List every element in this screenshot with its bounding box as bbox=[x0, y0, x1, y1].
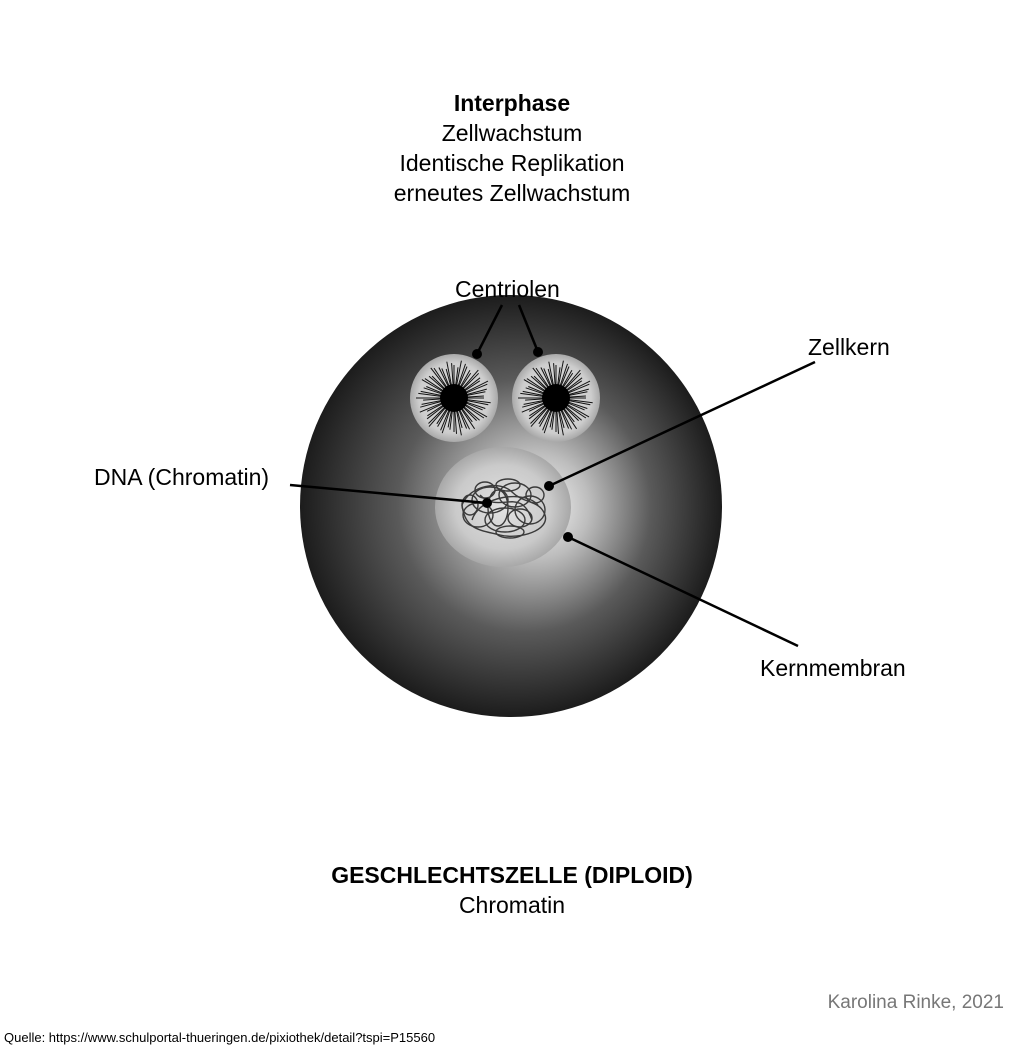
aster-ray bbox=[455, 360, 462, 389]
aster-ray bbox=[451, 363, 454, 389]
cell-type-title: GESCHLECHTSZELLE (DIPLOID) bbox=[331, 862, 693, 888]
aster-ray bbox=[454, 407, 457, 434]
centriole-left-rays bbox=[416, 360, 491, 436]
aster-ray bbox=[438, 367, 451, 390]
source-link[interactable]: Quelle: https://www.schulportal-thuering… bbox=[4, 1030, 436, 1045]
aster-ray bbox=[424, 378, 446, 393]
aster-ray bbox=[557, 407, 564, 436]
aster-ray bbox=[557, 360, 564, 389]
aster-ray bbox=[460, 369, 479, 391]
author-credit: Karolina Rinke, 2021 bbox=[827, 992, 1004, 1013]
aster-ray bbox=[463, 399, 489, 406]
centriole-leader-right bbox=[517, 304, 540, 353]
zellkern-dot bbox=[544, 481, 554, 491]
aster-ray bbox=[420, 400, 445, 408]
centriole-dot-right bbox=[533, 347, 543, 357]
aster-ray bbox=[561, 406, 578, 430]
aster-ray bbox=[548, 361, 555, 389]
aster-ray bbox=[540, 367, 553, 390]
aster-ray bbox=[428, 405, 448, 427]
aster-ray bbox=[460, 372, 480, 392]
aster-ray bbox=[558, 363, 568, 389]
aster-ray bbox=[430, 367, 449, 391]
aster-ray bbox=[463, 383, 488, 395]
label-kernmembran: Kernmembran bbox=[760, 655, 906, 681]
kernmembran-leader bbox=[567, 535, 799, 648]
label-zellkern: Zellkern bbox=[808, 334, 890, 360]
label-centriolen: Centriolen bbox=[455, 276, 560, 302]
aster-ray bbox=[526, 378, 548, 393]
aster-ray bbox=[446, 361, 453, 389]
centriole-leader-left bbox=[475, 304, 504, 355]
aster-ray bbox=[462, 402, 488, 418]
aster-ray bbox=[542, 407, 553, 431]
aster-ray bbox=[456, 363, 466, 389]
aster-ray bbox=[556, 407, 559, 434]
aster-ray bbox=[535, 367, 551, 390]
aster-ray bbox=[543, 407, 554, 434]
aster-ray bbox=[419, 401, 445, 413]
aster-ray bbox=[520, 392, 547, 398]
aster-ray bbox=[565, 383, 590, 395]
aster-ray bbox=[428, 404, 448, 424]
cell-type-block: GESCHLECHTSZELLE (DIPLOID) Chromatin bbox=[0, 860, 1024, 920]
kernmembran-dot bbox=[563, 532, 573, 542]
aster-ray bbox=[565, 398, 593, 404]
dna-leader bbox=[289, 483, 488, 505]
aster-ray bbox=[457, 406, 471, 430]
centriole-dot-left bbox=[472, 349, 482, 359]
centriole-left-core bbox=[440, 384, 468, 412]
aster-ray bbox=[553, 363, 556, 389]
aster-ray bbox=[523, 379, 548, 394]
aster-ray bbox=[565, 399, 591, 406]
aster-ray bbox=[564, 402, 590, 418]
aster-ray bbox=[441, 407, 452, 434]
aster-ray bbox=[459, 406, 476, 430]
aster-ray bbox=[440, 407, 451, 431]
leader-lines bbox=[289, 304, 816, 648]
aster-ray bbox=[565, 388, 589, 396]
aster-ray bbox=[562, 369, 581, 391]
zellkern-leader bbox=[548, 360, 816, 488]
aster-ray bbox=[530, 404, 550, 424]
aster-ray bbox=[421, 379, 446, 394]
stage-title: Interphase bbox=[453, 90, 571, 116]
leader-dots bbox=[472, 347, 573, 542]
aster-ray bbox=[530, 405, 550, 427]
aster-ray bbox=[462, 403, 485, 419]
aster-ray bbox=[532, 367, 551, 391]
aster-ray bbox=[455, 407, 462, 436]
aster-ray bbox=[559, 406, 573, 430]
aster-ray bbox=[522, 400, 547, 408]
aster-ray bbox=[463, 388, 487, 396]
label-dna: DNA (Chromatin) bbox=[94, 464, 270, 490]
aster-ray bbox=[564, 380, 591, 395]
aster-ray bbox=[463, 398, 491, 404]
dna-dot bbox=[482, 498, 492, 508]
cell-type-subtitle: Chromatin bbox=[458, 892, 566, 918]
aster-ray bbox=[433, 367, 449, 390]
aster-ray bbox=[418, 392, 445, 398]
nucleus bbox=[435, 447, 571, 567]
stage-line-3: erneutes Zellwachstum bbox=[393, 180, 631, 206]
aster-ray bbox=[562, 372, 582, 392]
centriole-right-core bbox=[542, 384, 570, 412]
aster-ray bbox=[462, 380, 489, 395]
stage-header: Interphase Zellwachstum Identische Repli… bbox=[0, 88, 1024, 208]
stage-line-1: Zellwachstum bbox=[441, 120, 583, 146]
aster-ray bbox=[521, 401, 547, 413]
stage-line-2: Identische Replikation bbox=[399, 150, 625, 176]
aster-ray bbox=[564, 403, 587, 419]
